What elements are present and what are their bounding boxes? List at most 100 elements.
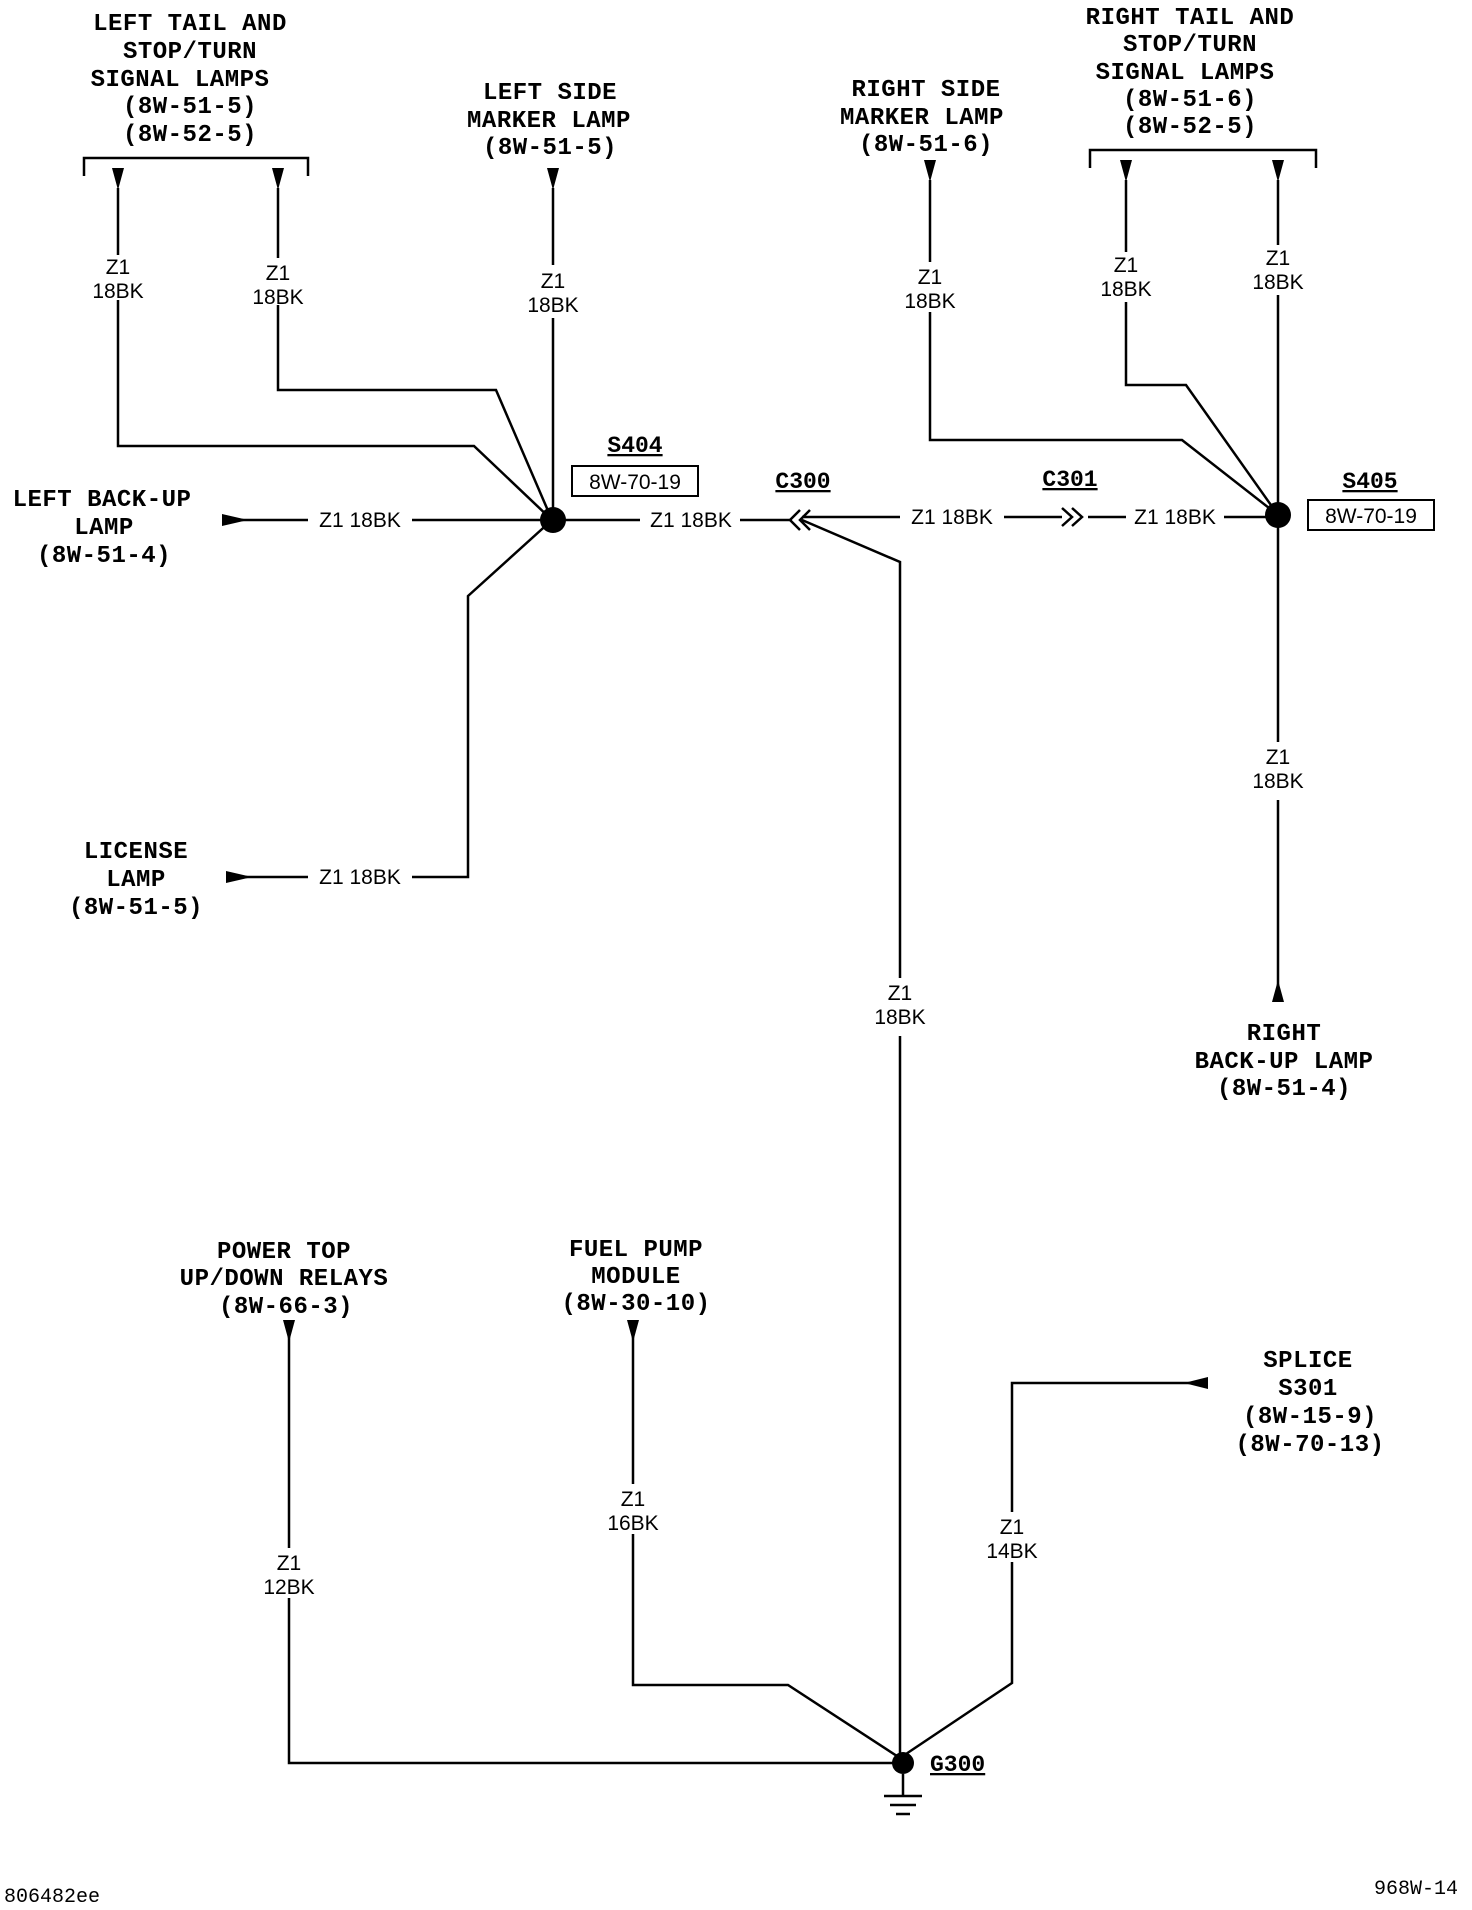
svg-text:SPLICE: SPLICE [1263,1348,1352,1375]
arrow-up-icon [547,168,559,190]
wire-right-tail-a[interactable] [1124,180,1280,516]
svg-text:BACK-UP LAMP: BACK-UP LAMP [1195,1049,1374,1076]
wire-label: Z1 18BK [650,509,732,532]
arrow-up-icon [1272,160,1284,182]
component-left-backup: LEFT BACK-UP LAMP (8W-51-4) [13,487,192,570]
wire-label: Z1 [1266,247,1291,270]
svg-text:LICENSE: LICENSE [84,839,188,866]
component-fuel-pump: FUEL PUMP MODULE (8W-30-10) [561,1237,710,1318]
wire-label: 18BK [1252,271,1303,294]
arrows [112,160,1284,1389]
wires [82,148,1318,1765]
svg-text:(8W-51-6): (8W-51-6) [859,132,993,159]
svg-text:MARKER LAMP: MARKER LAMP [840,105,1004,132]
svg-text:(8W-52-5): (8W-52-5) [123,122,257,149]
component-splice-s301: SPLICE S301 (8W-15-9) (8W-70-13) [1235,1348,1384,1459]
s405-id: S405 [1342,469,1397,495]
component-right-tail: RIGHT TAIL AND STOP/TURN SIGNAL LAMPS (8… [1086,5,1295,141]
wire-label: Z1 [106,256,131,279]
svg-text:UP/DOWN RELAYS: UP/DOWN RELAYS [180,1266,389,1293]
svg-text:(8W-51-4): (8W-51-4) [1217,1076,1351,1103]
wire-label: Z1 [621,1488,646,1511]
component-license-lamp: LICENSE LAMP (8W-51-5) [69,839,203,922]
wire-label: 18BK [1100,278,1151,301]
component-right-backup: RIGHT BACK-UP LAMP (8W-51-4) [1195,1021,1374,1103]
svg-text:SIGNAL LAMPS: SIGNAL LAMPS [91,67,270,94]
svg-text:LAMP: LAMP [106,867,166,894]
svg-text:LEFT TAIL AND: LEFT TAIL AND [93,11,287,38]
c301-id: C301 [1042,467,1097,493]
wire-labels: Z1 18BK Z1 18BK Z1 18BK Z1 18BK Z1 18BK … [92,247,1303,1599]
wire-label: Z1 [541,270,566,293]
s405-ref: 8W-70-19 [1325,505,1417,528]
svg-text:MODULE: MODULE [591,1264,680,1291]
wire-fuel-pump[interactable] [631,1334,901,1760]
svg-text:(8W-66-3): (8W-66-3) [219,1294,353,1321]
s405-ref-box [1307,499,1435,531]
arrow-down-icon [1272,980,1284,1002]
wire-label: 18BK [904,290,955,313]
ground-icon [884,1774,922,1816]
wire-label: Z1 [277,1552,302,1575]
wire-label: 16BK [607,1512,658,1535]
s404-splice-dot[interactable] [540,507,566,533]
component-right-side-marker: RIGHT SIDE MARKER LAMP (8W-51-6) [840,77,1004,159]
wire-label: 18BK [1252,770,1303,793]
arrow-up-icon [924,160,936,182]
arrow-up-icon [112,168,124,190]
svg-text:(8W-51-5): (8W-51-5) [123,94,257,121]
arrow-up-icon [283,1320,295,1342]
s405-splice-dot[interactable] [1265,502,1291,528]
svg-text:RIGHT SIDE: RIGHT SIDE [851,77,1000,104]
wire-c300-g300[interactable] [801,518,902,1758]
wire-label: 18BK [252,286,303,309]
svg-text:(8W-15-9): (8W-15-9) [1243,1404,1377,1431]
g300-id: G300 [930,1752,985,1778]
wire-label: Z1 18BK [319,509,401,532]
left-tail-bracket [82,156,310,176]
svg-text:FUEL PUMP: FUEL PUMP [569,1237,703,1264]
footer-right-code: 968W-14 [1374,1878,1458,1901]
wire-right-side-marker[interactable] [928,180,1279,516]
arrow-up-icon [1120,160,1132,182]
component-left-side-marker: LEFT SIDE MARKER LAMP (8W-51-5) [467,80,630,162]
wire-label: Z1 18BK [1134,506,1216,529]
svg-text:LEFT SIDE: LEFT SIDE [483,80,617,107]
wire-power-top[interactable] [287,1334,900,1765]
svg-text:SIGNAL LAMPS: SIGNAL LAMPS [1096,60,1275,87]
arrow-left-icon [226,871,252,883]
svg-text:LEFT BACK-UP: LEFT BACK-UP [13,487,192,514]
svg-text:(8W-30-10): (8W-30-10) [561,1291,710,1318]
component-left-tail: LEFT TAIL AND STOP/TURN SIGNAL LAMPS (8W… [91,11,287,149]
wire-splice-s301[interactable] [899,1381,1192,1760]
c300-connector-icon [788,509,811,531]
wire-label: Z1 [918,266,943,289]
wire-label: 18BK [874,1006,925,1029]
c300-id: C300 [775,469,830,495]
wire-label: Z1 [888,982,913,1005]
svg-text:(8W-70-13): (8W-70-13) [1235,1432,1384,1459]
wire-left-tail-b[interactable] [276,188,554,521]
wire-left-tail-a[interactable] [116,188,553,521]
wire-label: Z1 18BK [911,506,993,529]
arrow-up-icon [627,1320,639,1342]
wire-label: Z1 [266,262,291,285]
svg-text:RIGHT: RIGHT [1247,1021,1322,1048]
arrow-right-icon [1184,1377,1208,1389]
c301-connector-icon [1061,507,1084,527]
svg-text:(8W-51-5): (8W-51-5) [69,895,203,922]
svg-text:LAMP: LAMP [74,515,134,542]
svg-text:(8W-51-4): (8W-51-4) [37,543,171,570]
wire-label: 14BK [986,1540,1037,1563]
arrow-left-icon [222,514,248,526]
s404-ref: 8W-70-19 [589,471,681,494]
wire-license[interactable] [240,519,553,879]
svg-text:RIGHT TAIL AND: RIGHT TAIL AND [1086,5,1295,32]
g300-ground-dot[interactable] [892,1752,914,1774]
svg-text:STOP/TURN: STOP/TURN [1123,32,1257,59]
right-tail-bracket [1088,148,1318,168]
svg-text:(8W-51-5): (8W-51-5) [483,135,617,162]
svg-text:(8W-51-6): (8W-51-6) [1123,87,1257,114]
svg-text:POWER TOP: POWER TOP [217,1239,351,1266]
arrow-up-icon [272,168,284,190]
